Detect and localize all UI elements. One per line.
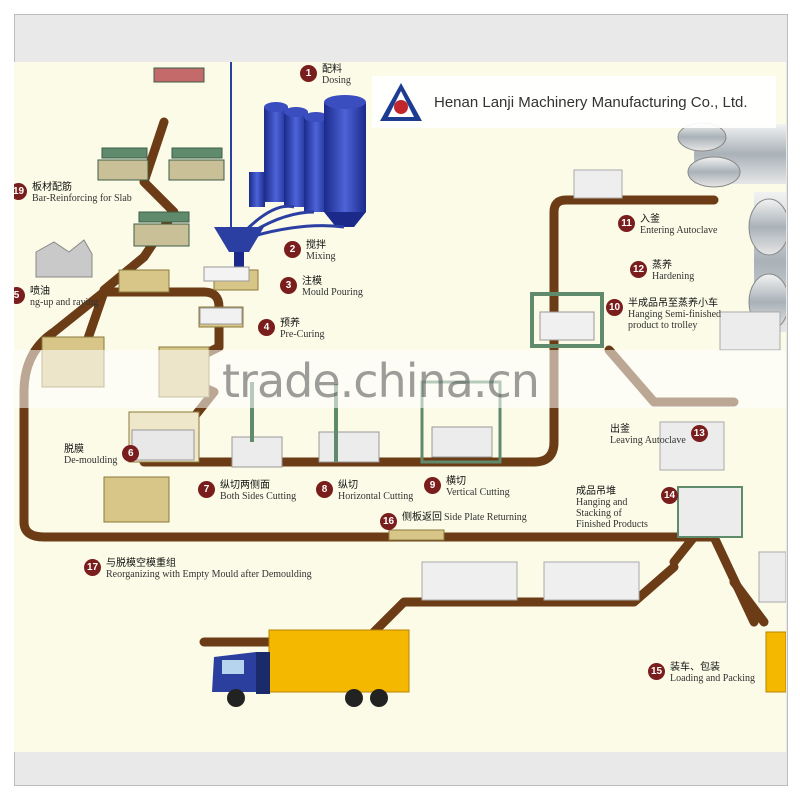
cutting-machines bbox=[128, 380, 502, 468]
diagram-graphics bbox=[19, 62, 786, 707]
watermark-band bbox=[14, 350, 786, 408]
mixer bbox=[214, 227, 264, 272]
rebar-stations bbox=[97, 67, 225, 247]
dosing-tanks bbox=[242, 95, 366, 238]
company-name: Henan Lanji Machinery Manufacturing Co.,… bbox=[434, 93, 748, 111]
truck bbox=[212, 629, 786, 707]
autoclaves bbox=[677, 122, 786, 332]
watermark-text: trade.china.cn bbox=[222, 354, 540, 408]
company-logo-icon bbox=[380, 83, 422, 121]
semi-finished-crane bbox=[530, 292, 604, 348]
company-banner: Henan Lanji Machinery Manufacturing Co.,… bbox=[372, 76, 776, 128]
